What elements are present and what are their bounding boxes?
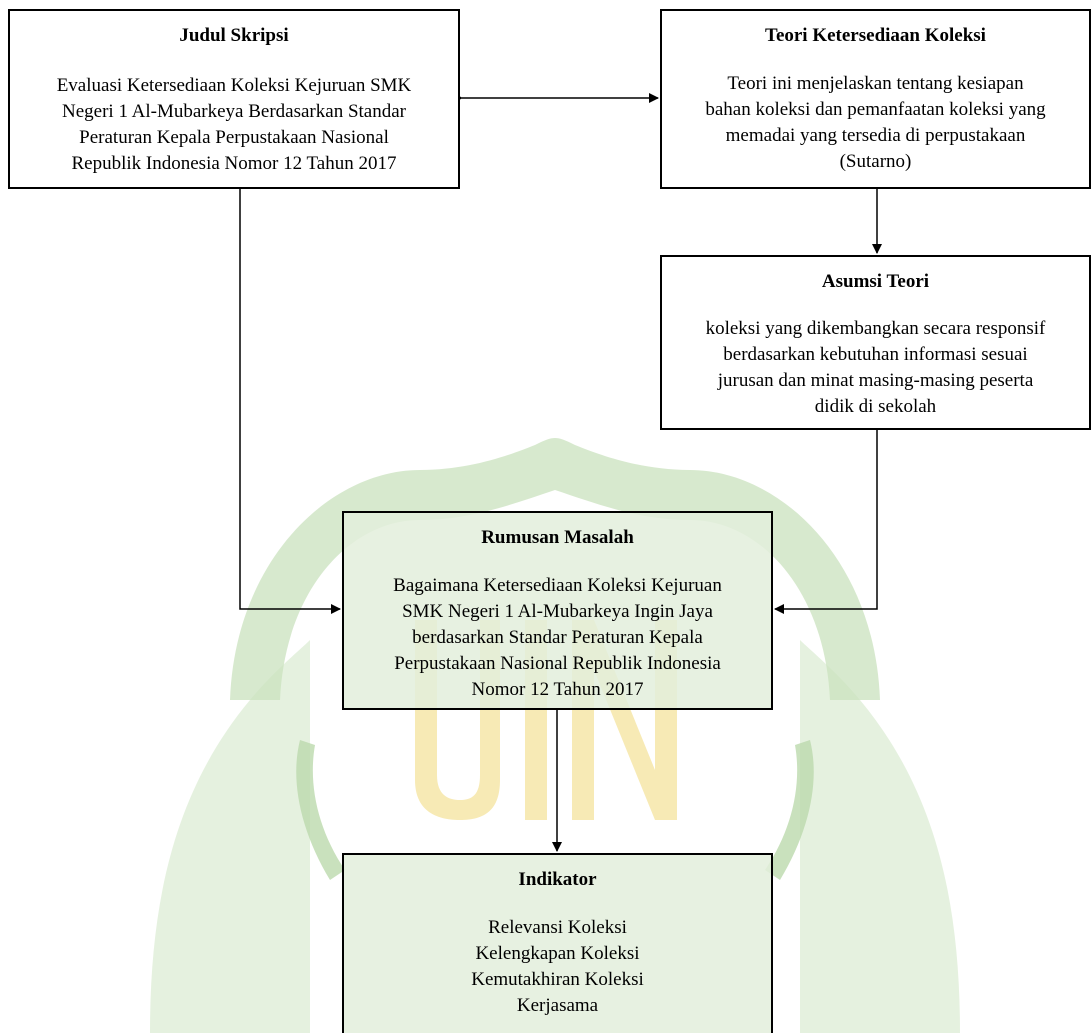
judul-line: Republik Indonesia Nomor 12 Tahun 2017 (71, 153, 397, 174)
indikator-box: Indikator Relevansi Koleksi Kelengkapan … (342, 853, 773, 1033)
teori-line: bahan koleksi dan pemanfaatan koleksi ya… (705, 99, 1046, 120)
judul-skripsi-title: Judul Skripsi (179, 25, 289, 46)
asumsi-line: jurusan dan minat masing-masing peserta (717, 370, 1034, 391)
teori-title: Teori Ketersediaan Koleksi (765, 25, 986, 46)
judul-line: Negeri 1 Al-Mubarkeya Berdasarkan Standa… (62, 101, 406, 122)
watermark-leaf-right (800, 640, 960, 1033)
teori-text: Teori ini menjelaskan tentang kesiapan b… (662, 71, 1089, 175)
asumsi-line: koleksi yang dikembangkan secara respons… (705, 318, 1046, 339)
judul-skripsi-box: Judul Skripsi Evaluasi Ketersediaan Kole… (8, 9, 460, 189)
watermark-leaf-left (150, 640, 310, 1033)
indikator-item: Kerjasama (516, 995, 599, 1016)
indikator-item: Kelengkapan Koleksi (475, 943, 640, 964)
indikator-list: Relevansi Koleksi Kelengkapan Koleksi Ke… (344, 915, 771, 1019)
indikator-item: Relevansi Koleksi (488, 917, 627, 938)
rumusan-title: Rumusan Masalah (481, 527, 634, 548)
rumusan-line: SMK Negeri 1 Al-Mubarkeya Ingin Jaya (402, 601, 713, 622)
judul-skripsi-text: Evaluasi Ketersediaan Koleksi Kejuruan S… (10, 73, 458, 177)
asumsi-title: Asumsi Teori (821, 271, 930, 292)
asumsi-line: berdasarkan kebutuhan informasi sesuai (723, 344, 1028, 365)
rumusan-line: berdasarkan Standar Peraturan Kepala (412, 627, 703, 648)
indikator-title: Indikator (518, 869, 597, 890)
rumusan-masalah-box: Rumusan Masalah Bagaimana Ketersediaan K… (342, 511, 773, 710)
arrow-judul-rumusan (239, 189, 341, 614)
teori-line: memadai yang tersedia di perpustakaan (725, 125, 1026, 146)
rumusan-line: Nomor 12 Tahun 2017 (471, 679, 644, 700)
watermark-swoosh-left (296, 740, 345, 880)
teori-line: (Sutarno) (839, 151, 912, 172)
arrow-asumsi-rumusan (774, 430, 878, 614)
teori-line: Teori ini menjelaskan tentang kesiapan (727, 73, 1024, 94)
asumsi-text: koleksi yang dikembangkan secara respons… (662, 316, 1089, 420)
teori-ketersediaan-box: Teori Ketersediaan Koleksi Teori ini men… (660, 9, 1091, 189)
rumusan-text: Bagaimana Ketersediaan Koleksi Kejuruan … (344, 573, 771, 703)
judul-line: Peraturan Kepala Perpustakaan Nasional (79, 127, 389, 148)
rumusan-line: Bagaimana Ketersediaan Koleksi Kejuruan (393, 575, 722, 596)
judul-line: Evaluasi Ketersediaan Koleksi Kejuruan S… (56, 75, 412, 96)
rumusan-line: Perpustakaan Nasional Republik Indonesia (394, 653, 721, 674)
asumsi-line: didik di sekolah (814, 396, 937, 417)
indikator-item: Kemutakhiran Koleksi (471, 969, 644, 990)
asumsi-teori-box: Asumsi Teori koleksi yang dikembangkan s… (660, 255, 1091, 430)
